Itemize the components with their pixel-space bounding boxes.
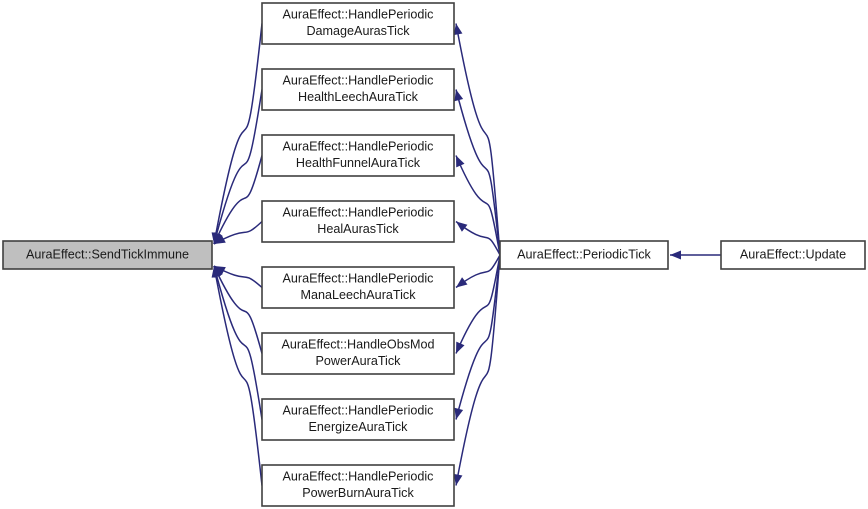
node-label-line: PowerBurnAuraTick <box>302 486 414 500</box>
node-label-line: AuraEffect::HandlePeriodic <box>283 272 434 286</box>
node-periodic-tick[interactable]: AuraEffect::PeriodicTick <box>499 240 669 270</box>
edge-arrowhead <box>211 266 221 278</box>
node-label-line: AuraEffect::PeriodicTick <box>517 247 651 261</box>
edge-line <box>213 155 263 245</box>
edge-line <box>455 254 501 354</box>
node-box[interactable] <box>720 240 866 270</box>
node-box[interactable] <box>499 240 669 270</box>
node-label-line: AuraEffect::HandlePeriodic <box>283 206 434 220</box>
node-label-line: AuraEffect::HandlePeriodic <box>283 404 434 418</box>
node-box[interactable] <box>2 240 213 270</box>
node-label-line: EnergizeAuraTick <box>309 420 409 434</box>
edge-arrowhead <box>453 23 463 36</box>
node-label-line: HealAurasTick <box>317 222 399 236</box>
edge-line <box>213 89 263 245</box>
edge-periodic-tick-to-handle-periodic-health-leech-aura-tick <box>454 89 501 256</box>
edge-handle-periodic-health-leech-aura-tick-to-send-tick-immune <box>212 89 263 245</box>
edge-arrowhead <box>214 232 223 244</box>
node-label-line: AuraEffect::HandlePeriodic <box>283 140 434 154</box>
node-label-line: AuraEffect::Update <box>740 247 846 261</box>
edge-arrowhead <box>214 234 226 244</box>
edge-handle-obs-mod-power-aura-tick-to-send-tick-immune <box>213 265 263 354</box>
edge-arrowhead <box>454 89 464 102</box>
edge-periodic-tick-to-handle-periodic-damage-auras-tick <box>453 23 501 256</box>
edge-periodic-tick-to-handle-periodic-heal-auras-tick <box>455 220 501 256</box>
node-box[interactable] <box>261 68 455 111</box>
node-label-line: ManaLeechAuraTick <box>300 288 416 302</box>
edge-line <box>213 23 263 245</box>
edge-arrowhead <box>670 250 681 260</box>
edge-handle-periodic-energize-aura-tick-to-send-tick-immune <box>212 265 263 420</box>
node-label-line: HealthLeechAuraTick <box>298 90 419 104</box>
edge-line <box>213 265 263 289</box>
node-handle-periodic-power-burn-aura-tick[interactable]: AuraEffect::HandlePeriodicPowerBurnAuraT… <box>261 464 455 507</box>
node-box[interactable] <box>261 332 455 375</box>
node-box[interactable] <box>261 200 455 243</box>
edges-layer <box>211 23 721 486</box>
edge-arrowhead <box>456 155 465 168</box>
edge-handle-periodic-power-burn-aura-tick-to-send-tick-immune <box>211 265 263 486</box>
edge-handle-periodic-health-funnel-aura-tick-to-send-tick-immune <box>213 155 263 245</box>
node-update[interactable]: AuraEffect::Update <box>720 240 866 270</box>
node-handle-periodic-health-funnel-aura-tick[interactable]: AuraEffect::HandlePeriodicHealthFunnelAu… <box>261 134 455 177</box>
edge-periodic-tick-to-handle-obs-mod-power-aura-tick <box>455 254 501 354</box>
node-box[interactable] <box>261 464 455 507</box>
edge-line <box>213 265 263 420</box>
node-label-line: AuraEffect::HandlePeriodic <box>283 8 434 22</box>
node-handle-periodic-damage-auras-tick[interactable]: AuraEffect::HandlePeriodicDamageAurasTic… <box>261 2 455 45</box>
edge-periodic-tick-to-handle-periodic-power-burn-aura-tick <box>453 254 501 486</box>
node-label-line: PowerAuraTick <box>316 354 402 368</box>
node-send-tick-immune[interactable]: AuraEffect::SendTickImmune <box>2 240 213 270</box>
node-box[interactable] <box>261 2 455 45</box>
node-label-line: AuraEffect::HandlePeriodic <box>283 470 434 484</box>
edge-line <box>455 254 501 289</box>
edge-line <box>455 254 501 420</box>
node-handle-periodic-health-leech-aura-tick[interactable]: AuraEffect::HandlePeriodicHealthLeechAur… <box>261 68 455 111</box>
edge-periodic-tick-to-handle-periodic-energize-aura-tick <box>454 254 501 420</box>
node-box[interactable] <box>261 134 455 177</box>
edge-line <box>213 220 263 245</box>
edge-line <box>213 265 263 354</box>
node-label-line: AuraEffect::HandleObsMod <box>281 338 434 352</box>
node-box[interactable] <box>261 398 455 441</box>
edge-line <box>455 23 501 256</box>
edge-handle-periodic-heal-auras-tick-to-send-tick-immune <box>213 220 263 245</box>
edge-line <box>455 89 501 256</box>
node-label-line: DamageAurasTick <box>306 24 410 38</box>
edge-periodic-tick-to-handle-periodic-health-funnel-aura-tick <box>455 155 501 256</box>
node-handle-periodic-energize-aura-tick[interactable]: AuraEffect::HandlePeriodicEnergizeAuraTi… <box>261 398 455 441</box>
node-label-line: HealthFunnelAuraTick <box>296 156 421 170</box>
edge-handle-periodic-mana-leech-aura-tick-to-send-tick-immune <box>213 265 263 289</box>
edge-line <box>455 220 501 256</box>
edge-line <box>455 254 501 486</box>
edge-arrowhead <box>456 341 465 354</box>
node-label-line: AuraEffect::SendTickImmune <box>26 247 189 261</box>
edge-arrowhead <box>456 277 468 288</box>
edge-line <box>213 265 263 486</box>
edge-arrowhead <box>456 221 468 232</box>
node-box[interactable] <box>261 266 455 309</box>
edge-periodic-tick-to-handle-periodic-mana-leech-aura-tick <box>455 254 501 289</box>
node-handle-periodic-mana-leech-aura-tick[interactable]: AuraEffect::HandlePeriodicManaLeechAuraT… <box>261 266 455 309</box>
edge-update-to-periodic-tick <box>670 250 721 260</box>
node-label-line: AuraEffect::HandlePeriodic <box>283 74 434 88</box>
edge-arrowhead <box>454 407 464 420</box>
edge-line <box>455 155 501 256</box>
edge-arrowhead <box>214 266 226 276</box>
edge-arrowhead <box>453 473 463 486</box>
